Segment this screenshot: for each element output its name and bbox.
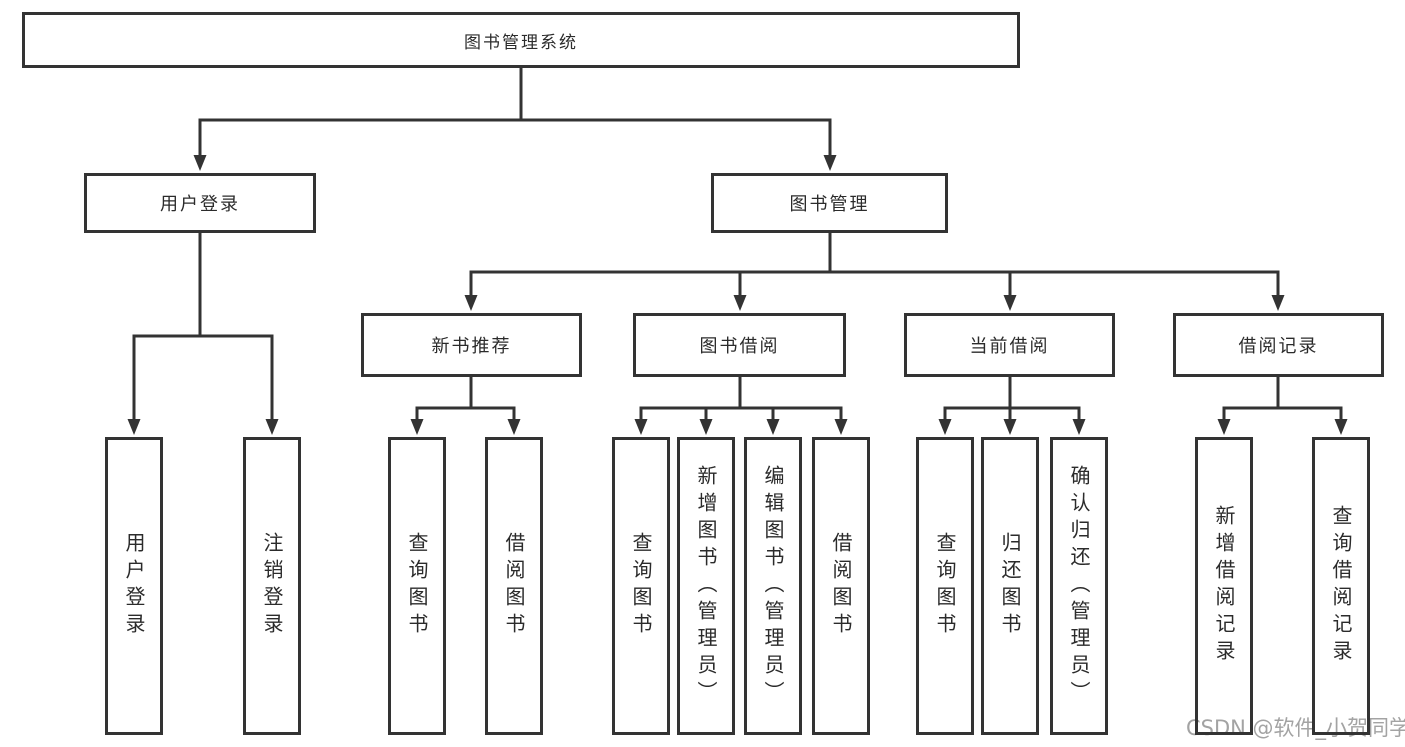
leaf-logout: 注销登录 xyxy=(243,437,301,735)
leaf-query-books-recommend: 查询图书 xyxy=(388,437,446,735)
arrowhead-icon xyxy=(834,419,848,435)
arrowhead-icon xyxy=(1003,419,1017,435)
node-new-book-recommend: 新书推荐 xyxy=(361,313,582,377)
arrowhead-icon xyxy=(127,419,141,435)
connector-root-to-level2 xyxy=(198,66,832,159)
node-current-borrowing: 当前借阅 xyxy=(904,313,1115,377)
leaf-borrow-books-recommend: 借阅图书 xyxy=(485,437,543,735)
leaf-label: 查询图书 xyxy=(629,532,653,640)
arrowhead-icon xyxy=(733,295,747,311)
arrowhead-icon xyxy=(1334,419,1348,435)
arrowhead-icon xyxy=(938,419,952,435)
leaf-label: 编辑图书（管理员） xyxy=(761,464,785,708)
arrowhead-icon xyxy=(410,419,424,435)
arrowhead-icon xyxy=(464,295,478,311)
leaf-label: 新增图书（管理员） xyxy=(694,464,718,708)
arrowhead-icon xyxy=(634,419,648,435)
arrowhead-icon xyxy=(1271,295,1285,311)
leaf-label: 借阅图书 xyxy=(502,532,526,640)
leaf-return-books: 归还图书 xyxy=(981,437,1039,735)
csdn-watermark: CSDN @软件_小贺同学 xyxy=(1186,716,1405,740)
connector-borrowing-to-leaves xyxy=(639,375,843,423)
node-user-login: 用户登录 xyxy=(84,173,316,233)
node-book-borrowing: 图书借阅 xyxy=(633,313,846,377)
leaf-label: 归还图书 xyxy=(998,532,1022,640)
arrowhead-icon xyxy=(1072,419,1086,435)
leaf-query-borrow-record: 查询借阅记录 xyxy=(1312,437,1370,735)
node-book-management: 图书管理 xyxy=(711,173,948,233)
connector-records-to-leaves xyxy=(1222,375,1343,423)
connector-recommend-to-leaves xyxy=(415,375,516,423)
leaf-label: 新增借阅记录 xyxy=(1212,505,1236,667)
connector-current-to-leaves xyxy=(943,375,1081,423)
leaf-query-books-borrowing: 查询图书 xyxy=(612,437,670,735)
arrowhead-icon xyxy=(766,419,780,435)
leaf-label: 注销登录 xyxy=(260,532,284,640)
arrowhead-icon xyxy=(193,155,207,171)
leaf-label: 确认归还（管理员） xyxy=(1067,464,1091,708)
leaf-label: 查询借阅记录 xyxy=(1329,505,1353,667)
leaf-label: 借阅图书 xyxy=(829,532,853,640)
arrowhead-icon xyxy=(823,155,837,171)
leaf-label: 查询图书 xyxy=(933,532,957,640)
leaf-label: 查询图书 xyxy=(405,532,429,640)
arrowhead-icon xyxy=(699,419,713,435)
leaf-add-borrow-record: 新增借阅记录 xyxy=(1195,437,1253,735)
leaf-add-book-admin: 新增图书（管理员） xyxy=(677,437,735,735)
connector-book-mgmt-to-level3 xyxy=(469,231,1280,299)
arrowhead-icon xyxy=(265,419,279,435)
leaf-edit-book-admin: 编辑图书（管理员） xyxy=(744,437,802,735)
node-library-system: 图书管理系统 xyxy=(22,12,1020,68)
arrowhead-icon xyxy=(1003,295,1017,311)
leaf-label: 用户登录 xyxy=(122,532,146,640)
connector-user-login-to-leaves xyxy=(132,231,274,423)
leaf-confirm-return-admin: 确认归还（管理员） xyxy=(1050,437,1108,735)
node-borrowing-records: 借阅记录 xyxy=(1173,313,1384,377)
arrowhead-icon xyxy=(507,419,521,435)
leaf-borrow-books-borrowing: 借阅图书 xyxy=(812,437,870,735)
leaf-user-login: 用户登录 xyxy=(105,437,163,735)
arrowhead-icon xyxy=(1217,419,1231,435)
leaf-query-books-current: 查询图书 xyxy=(916,437,974,735)
